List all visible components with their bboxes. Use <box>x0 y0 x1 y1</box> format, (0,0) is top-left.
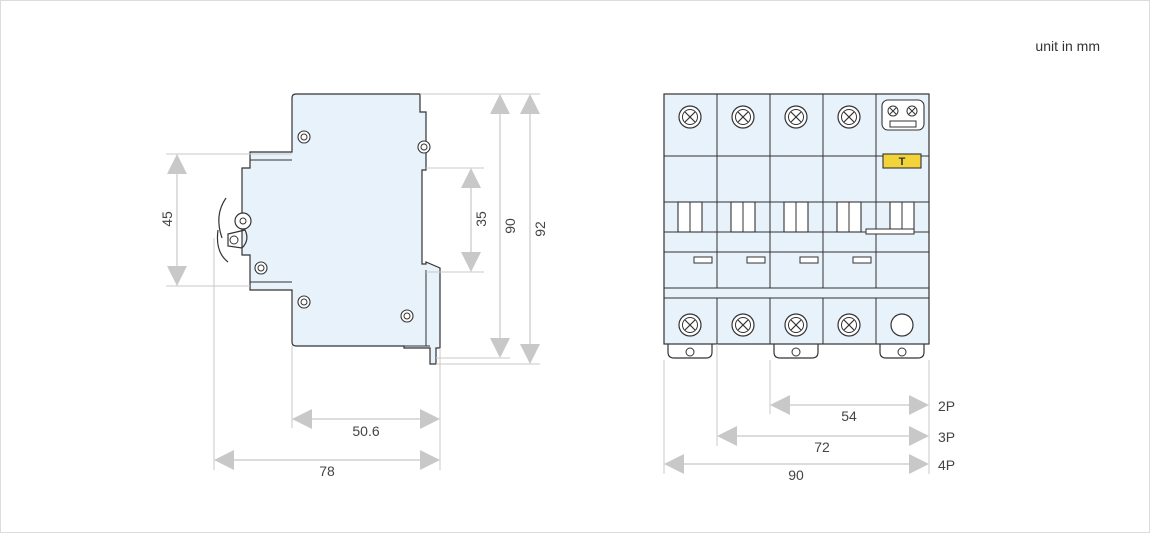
side-screw <box>297 130 311 144</box>
din-clip <box>773 344 819 359</box>
dim-92: 92 <box>436 94 548 365</box>
dim-45: 45 <box>159 153 292 287</box>
pole-label-3p: 3P <box>938 429 955 445</box>
dim-72: 72 3P <box>717 426 955 455</box>
terminal-screw-icon <box>678 313 702 337</box>
dim-35: 35 <box>426 167 489 273</box>
toggle-arc <box>218 197 227 239</box>
toggle-link-bar <box>865 228 915 235</box>
indicator-window <box>852 256 872 264</box>
terminal-screw-icon <box>784 105 808 129</box>
toggle-arc <box>216 229 229 263</box>
side-screw <box>400 309 414 323</box>
side-view-body <box>241 93 441 365</box>
dim-90-label: 90 <box>502 218 518 234</box>
side-view: 45 35 90 92 <box>159 93 548 479</box>
unit-label: unit in mm <box>1035 38 1100 54</box>
terminal-screw-icon <box>678 105 702 129</box>
dim-90-width: 90 4P <box>664 454 955 483</box>
indicator-window <box>746 256 766 264</box>
pole-label-4p: 4P <box>938 457 955 473</box>
dim-50-6-label: 50.6 <box>352 423 379 439</box>
side-screw <box>254 261 268 275</box>
test-button-label: T <box>899 156 906 168</box>
toggle-pivot-inner <box>239 217 247 225</box>
pole-label-2p: 2P <box>938 398 955 414</box>
dim-54: 54 2P <box>770 395 955 424</box>
dim-78-label: 78 <box>319 463 335 479</box>
din-clip <box>667 344 713 359</box>
side-screw <box>297 295 311 309</box>
test-button <box>882 153 922 169</box>
mini-screw-icon <box>906 105 918 117</box>
dim-90-width-label: 90 <box>788 467 804 483</box>
dim-54-label: 54 <box>841 408 857 424</box>
indicator-window <box>693 256 713 264</box>
side-screw <box>417 140 431 154</box>
din-clip <box>879 344 925 359</box>
terminal-screw-icon <box>784 313 808 337</box>
plain-terminal-icon <box>890 313 914 337</box>
dim-78: 78 <box>213 238 440 479</box>
toggle-lever-pin <box>229 235 239 245</box>
dim-35-label: 35 <box>473 211 489 227</box>
indicator-window <box>799 256 819 264</box>
front-view: T <box>663 93 955 483</box>
terminal-screw-icon <box>731 105 755 129</box>
terminal-screw-icon <box>837 313 861 337</box>
dim-45-label: 45 <box>159 211 175 227</box>
toggle-lever <box>227 229 248 249</box>
dim-92-label: 92 <box>532 221 548 237</box>
dim-72-label: 72 <box>814 439 830 455</box>
dim-50-6: 50.6 <box>291 346 441 470</box>
terminal-screw-icon <box>731 313 755 337</box>
terminal-screw-icon <box>837 105 861 129</box>
rcd-terminal-slot <box>889 120 917 128</box>
mini-screw-icon <box>887 105 899 117</box>
toggle-pivot <box>234 212 252 230</box>
dim-90: 90 <box>420 93 540 359</box>
